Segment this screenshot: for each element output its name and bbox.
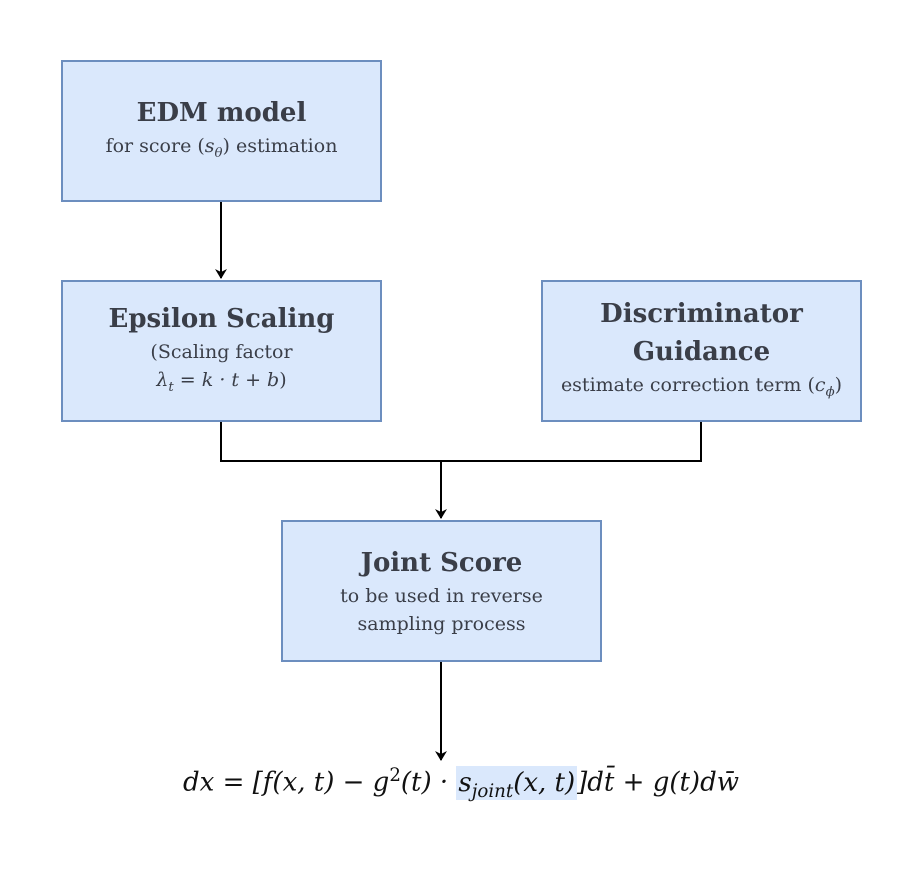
joint-score-term-subscript: joint [471,780,514,802]
score-symbol: s [204,135,215,158]
epsilon-scaling-line1: (Scaling factor [150,341,293,364]
correction-subscript: ϕ [825,384,835,400]
equation-part3: ]dt̄ + g(t)dw̄ [577,767,739,798]
joint-score-term: sjoint(x, t) [456,765,578,802]
discriminator-title-line1: Discriminator [600,299,803,330]
equation-part1: dx = [f(x, t) − g [183,767,390,798]
discriminator-title-line2: Guidance [632,337,771,368]
joint-score-title: Joint Score [360,548,523,578]
discriminator-subtitle-suffix: ) [834,374,843,397]
epsilon-scaling-title: Epsilon Scaling [108,304,335,335]
correction-symbol: c [814,374,826,397]
edm-model-subtitle: for score (sθ) estimation [106,132,338,168]
joint-score-node: Joint Score to be used in reverse sampli… [281,520,602,662]
joint-score-line1: to be used in reverse [340,585,543,607]
sampling-equation: dx = [f(x, t) − g2(t) · sjoint(x, t)]dt̄… [0,765,922,802]
edm-subtitle-suffix: ) estimation [222,135,338,158]
edm-model-node: EDM model for score (sθ) estimation [61,60,382,202]
lambda-subscript: t [168,379,174,395]
discriminator-guidance-node: Discriminator Guidance estimate correcti… [541,280,862,422]
equation-power: 2 [389,765,401,786]
discriminator-subtitle-prefix: estimate correction term ( [560,374,815,397]
formula-close: ) [279,369,287,392]
joint-score-term-args: (x, t) [513,767,576,798]
lambda-rhs: = k · t + b [173,369,280,392]
epsilon-scaling-formula: λt = k · t + b) [156,366,286,402]
connector-epsilon-merge [220,422,441,462]
equation-part2: (t) · [400,767,457,798]
connector-discriminator-merge [441,422,702,462]
edm-model-title: EDM model [136,98,307,129]
discriminator-subtitle: estimate correction term (cϕ) [561,371,842,407]
lambda-symbol: λ [156,369,169,392]
score-subscript: θ [214,145,223,161]
epsilon-scaling-node: Epsilon Scaling (Scaling factor λt = k ·… [61,280,382,422]
joint-score-term-symbol: s [458,767,472,798]
edm-subtitle-prefix: for score ( [105,135,205,158]
joint-score-line2: sampling process [357,613,526,635]
